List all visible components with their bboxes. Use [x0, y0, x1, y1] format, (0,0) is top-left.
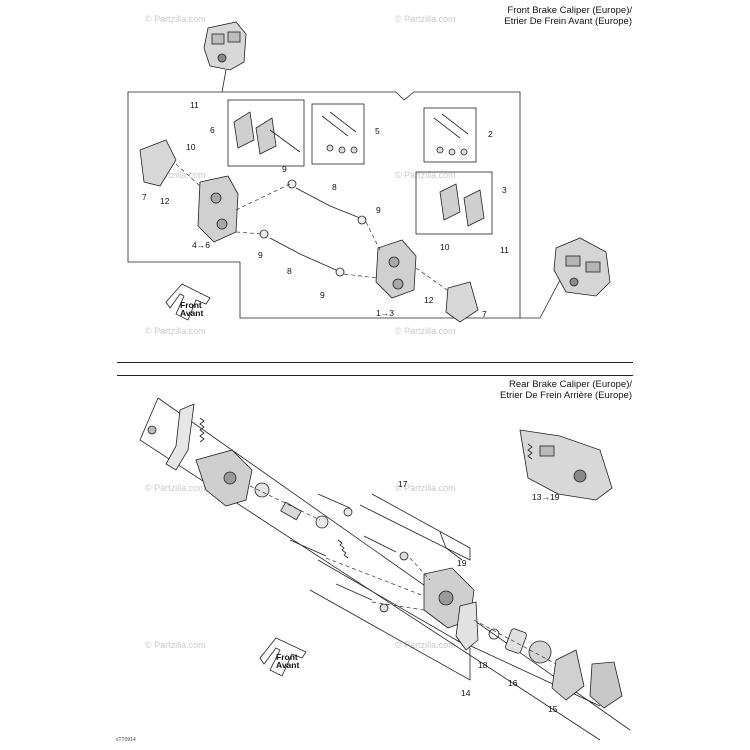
- watermark: © Partzilla.com: [145, 14, 206, 24]
- callout-label: 2: [488, 129, 493, 139]
- watermark: © Partzilla.com: [395, 640, 456, 650]
- front-frame-outline: [127, 91, 521, 319]
- rear-subframe: [359, 493, 471, 561]
- front-caliper-diagram: Front Avant 11 6 5 2 10 7 12 9 8 9 3 4→6…: [127, 21, 611, 323]
- front-caliper-assembly-top: [203, 21, 247, 71]
- section-divider-bottom: [117, 375, 633, 376]
- callout-label: 1→3: [376, 308, 394, 318]
- callout-label: 10: [186, 142, 196, 152]
- rear-title-en: Rear Brake Caliper (Europe)/: [508, 379, 632, 390]
- rear-caliper-diagram: Front Avant 17 13→19 19 18 16 14 15: [139, 397, 631, 741]
- callout-label: 5: [375, 126, 380, 136]
- callout-label: 9: [376, 205, 381, 215]
- callout-label: 3: [502, 185, 507, 195]
- callout-label: 18: [478, 660, 488, 670]
- callout-label: 16: [508, 678, 518, 688]
- callout-label: 11: [500, 245, 509, 255]
- callout-label: 9: [282, 164, 287, 174]
- piston: [280, 501, 302, 521]
- rear-frame-edge: [139, 397, 601, 741]
- rear-subframe: [457, 639, 601, 707]
- rear-title-fr: Etrier De Frein Arrière (Europe): [500, 390, 632, 401]
- watermark: © Partzilla.com: [145, 640, 206, 650]
- bracket-right: [445, 281, 479, 323]
- callout-label: 17: [398, 479, 408, 489]
- washer: [315, 515, 329, 529]
- bracket-left: [139, 139, 177, 187]
- seal: [254, 482, 270, 498]
- rear-bracket: [455, 601, 479, 651]
- front-arrow-text-en: Front: [180, 300, 202, 310]
- rear-piston: [505, 628, 527, 654]
- rear-brake-pad: [551, 649, 585, 701]
- section-divider-top: [117, 362, 633, 363]
- rear-subframe: [309, 559, 471, 681]
- callout-label: 8: [332, 182, 337, 192]
- watermark: © Partzilla.com: [145, 170, 206, 180]
- o-ring: [488, 628, 500, 640]
- pad-kit-box-2: [415, 171, 493, 235]
- callout-label: 15: [548, 704, 558, 714]
- rear-frame-edge: [157, 397, 631, 731]
- callout-label: 6: [210, 125, 215, 135]
- rear-brake-pad: [589, 661, 623, 709]
- callout-label: 19: [457, 558, 467, 568]
- callout-label: 13→19: [532, 492, 560, 502]
- callout-label: 9: [320, 290, 325, 300]
- front-arrow-text-fr: Avant: [180, 308, 203, 318]
- piston-boot: [528, 640, 552, 664]
- callout-label: 7: [142, 192, 147, 202]
- callout-label: 8: [287, 266, 292, 276]
- pin-kit-box-2: [423, 107, 477, 163]
- caliper-body-center: [375, 239, 417, 299]
- callout-label: 7: [482, 309, 487, 319]
- rear-caliper-assembly: [519, 429, 613, 501]
- watermark: © Partzilla.com: [145, 326, 206, 336]
- watermark: © Partzilla.com: [395, 14, 456, 24]
- callout-label: 10: [440, 242, 450, 252]
- brake-line-fitting: [439, 531, 463, 561]
- rear-arrow-text-fr: Avant: [276, 660, 299, 670]
- pad-kit-box: [227, 99, 305, 167]
- brake-lever: [165, 403, 195, 471]
- callout-label: 9: [258, 250, 263, 260]
- rear-section-title: Rear Brake Caliper (Europe)/ Etrier De F…: [500, 379, 632, 401]
- callout-label: 12: [160, 196, 170, 206]
- front-direction-arrow: Front Avant: [165, 283, 211, 321]
- watermark: © Partzilla.com: [395, 170, 456, 180]
- lever-bolt: [147, 425, 157, 435]
- callout-label: 4→6: [192, 240, 210, 250]
- return-spring: [199, 417, 205, 443]
- brake-pad: [255, 117, 277, 155]
- callout-label: 11: [190, 100, 199, 110]
- watermark: © Partzilla.com: [395, 326, 456, 336]
- rear-arrow-text-en: Front: [276, 652, 298, 662]
- pin-kit-box: [311, 103, 365, 165]
- piston-spring: [337, 539, 349, 559]
- document-id: sTT0914: [116, 737, 136, 743]
- callout-label: 14: [461, 688, 471, 698]
- leader-line: [520, 279, 561, 319]
- front-section-title: Front Brake Caliper (Europe)/ Etrier De …: [504, 5, 632, 27]
- brake-pad: [233, 111, 255, 149]
- callout-label: 12: [424, 295, 434, 305]
- caliper-body-left: [197, 175, 239, 243]
- leader-line: [221, 69, 227, 93]
- watermark: © Partzilla.com: [145, 483, 206, 493]
- watermark: © Partzilla.com: [395, 483, 456, 493]
- front-caliper-assembly-right: [553, 237, 611, 297]
- pad-pin: [269, 129, 301, 153]
- rear-front-direction-arrow: Front Avant: [259, 637, 307, 677]
- front-title-en: Front Brake Caliper (Europe)/: [507, 5, 632, 16]
- front-title-fr: Etrier De Frein Avant (Europe): [504, 16, 632, 27]
